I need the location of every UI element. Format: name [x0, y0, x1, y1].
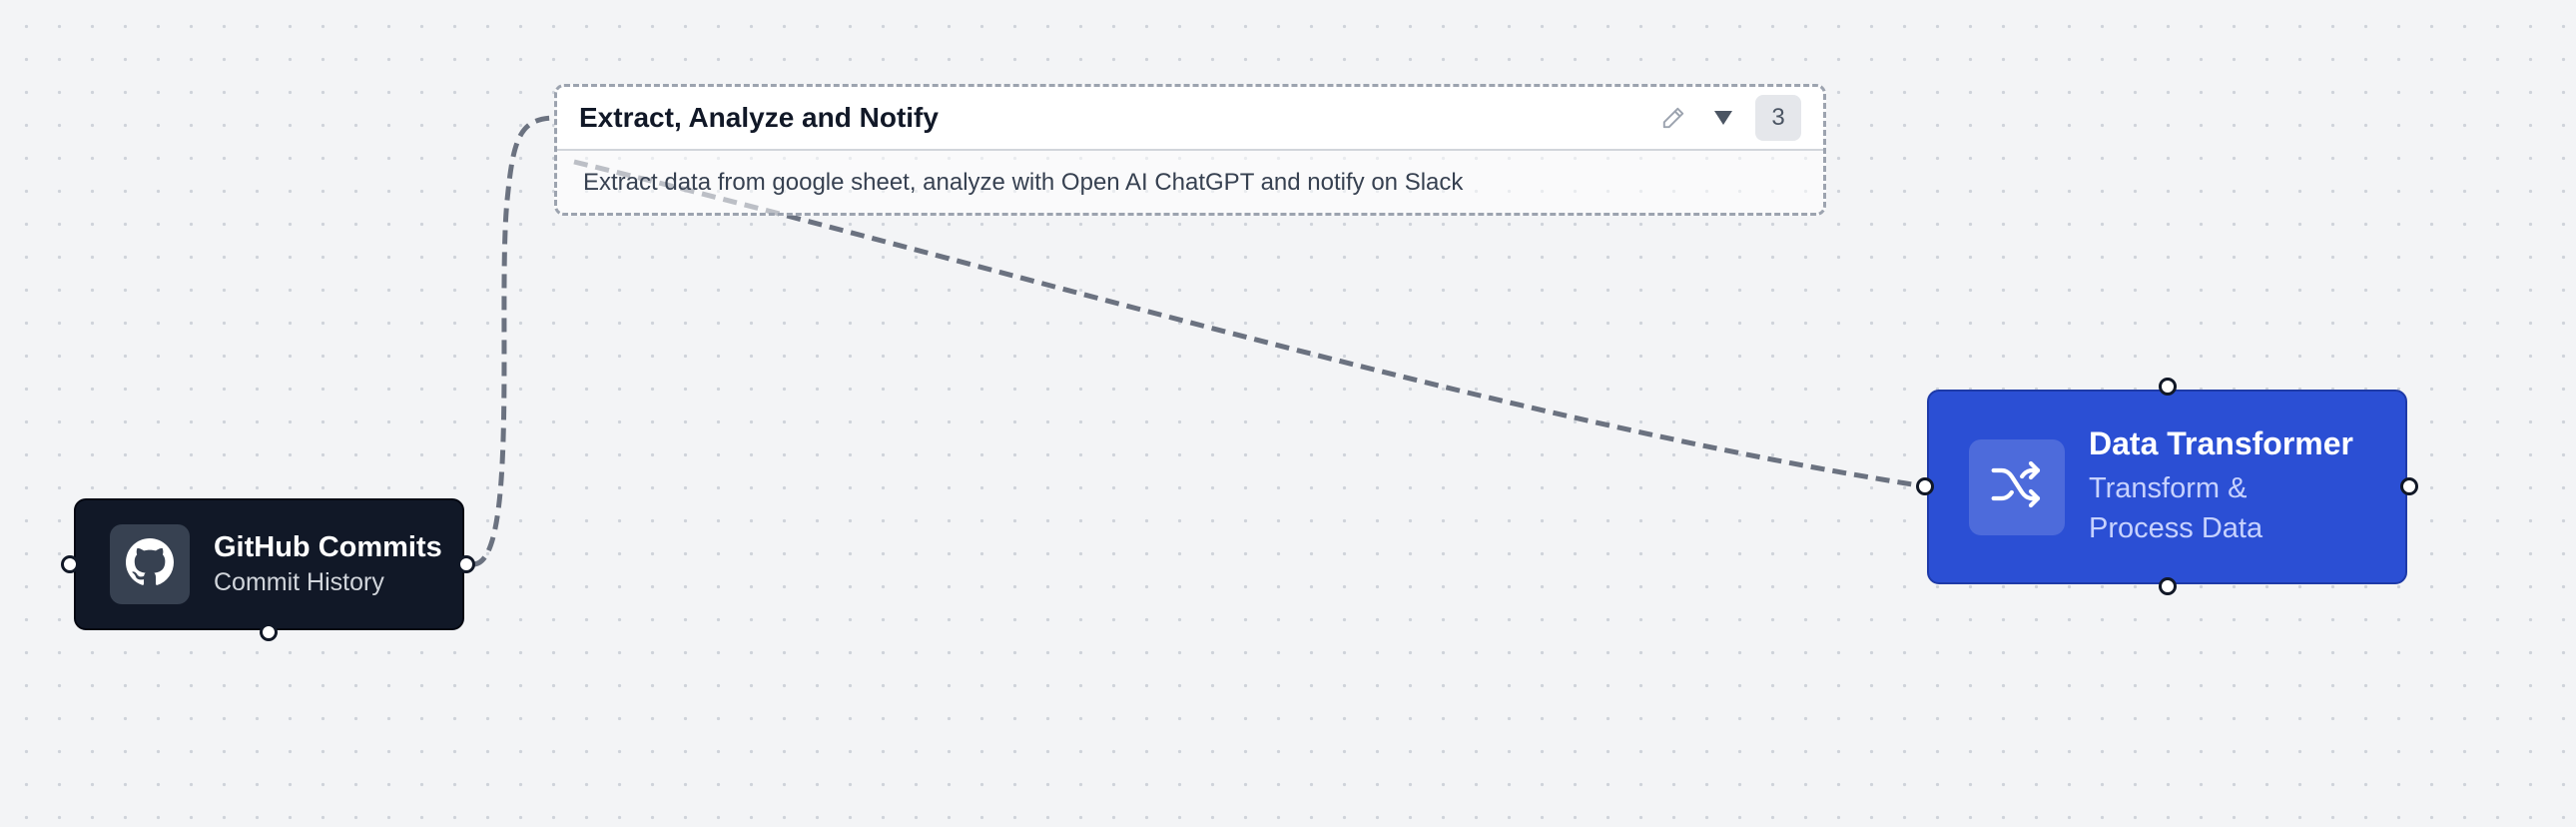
transformer-input-handle-left[interactable] [1916, 477, 1934, 495]
shuffle-icon-box [1969, 438, 2065, 535]
group-actions: 3 [1655, 95, 1801, 141]
pencil-icon[interactable] [1655, 100, 1691, 136]
github-output-handle-right[interactable] [457, 555, 475, 573]
group-title: Extract, Analyze and Notify [579, 102, 939, 133]
group-count-badge: 3 [1755, 95, 1801, 141]
triangle-down-icon[interactable] [1705, 100, 1741, 136]
github-node-title: GitHub Commits [214, 531, 442, 563]
transformer-handle-bottom[interactable] [2159, 577, 2177, 595]
transformer-node-subtitle: Transform & Process Data [2089, 472, 2263, 544]
edge-github-to-group[interactable] [472, 115, 556, 567]
github-node-text: GitHub Commits Commit History [214, 531, 442, 597]
group-node[interactable]: Extract, Analyze and Notify 3 Extract da… [554, 84, 1826, 216]
group-header[interactable]: Extract, Analyze and Notify 3 [557, 87, 1823, 151]
transformer-node-text: Data Transformer Transform & Process Dat… [2089, 425, 2353, 548]
github-output-handle-bottom[interactable] [260, 623, 278, 641]
github-input-handle-left[interactable] [61, 555, 79, 573]
data-transformer-node[interactable]: Data Transformer Transform & Process Dat… [1927, 390, 2407, 584]
github-icon-box [110, 524, 190, 604]
shuffle-icon [1989, 456, 2045, 517]
group-description: Extract data from google sheet, analyze … [583, 169, 1464, 196]
github-node-subtitle: Commit History [214, 568, 384, 596]
transformer-output-handle-right[interactable] [2400, 477, 2418, 495]
transformer-handle-top[interactable] [2159, 378, 2177, 396]
github-icon [126, 537, 174, 591]
transformer-node-title: Data Transformer [2089, 425, 2353, 461]
github-commits-node[interactable]: GitHub Commits Commit History [74, 498, 464, 630]
